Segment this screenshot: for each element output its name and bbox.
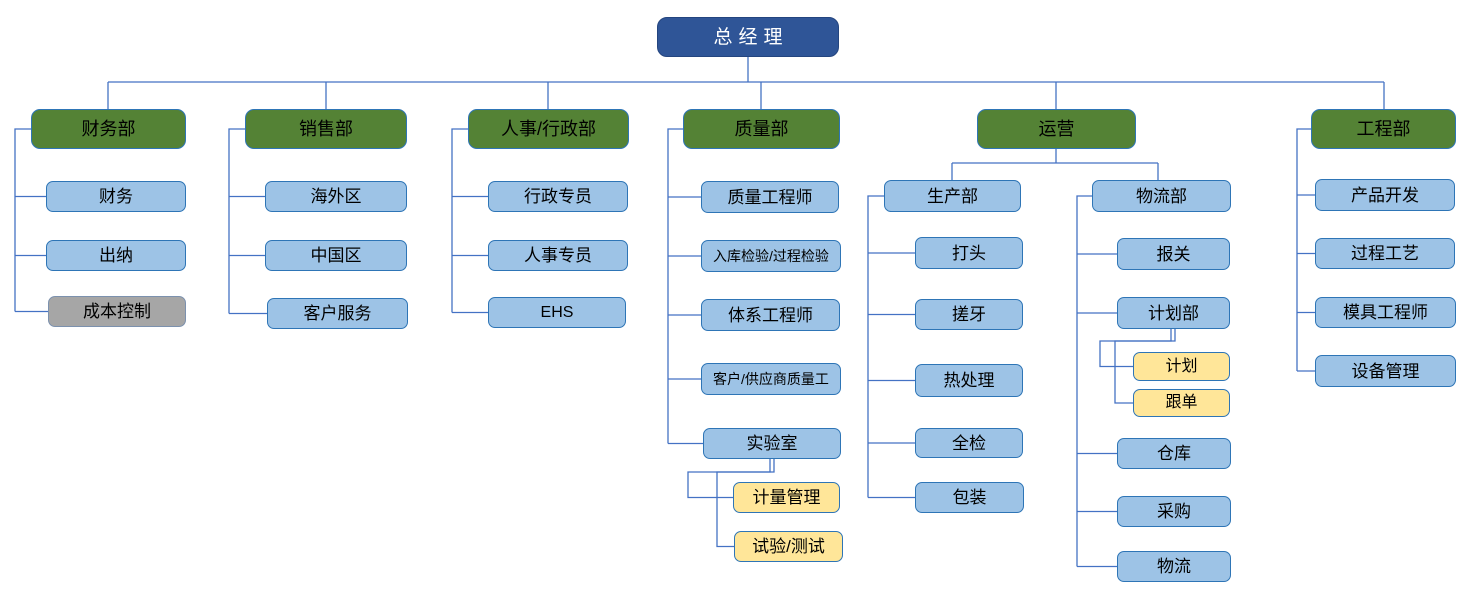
node-order-following: 跟单 [1133,389,1230,417]
node-cashier: 出纳 [46,240,186,271]
node-metrology-management: 计量管理 [733,482,840,513]
node-process-technology: 过程工艺 [1315,238,1455,269]
node-hr-specialist: 人事专员 [488,240,628,271]
node-laboratory: 实验室 [703,428,841,459]
node-packaging: 包装 [915,482,1024,513]
dept-hr-admin: 人事/行政部 [468,109,629,149]
node-admin-specialist: 行政专员 [488,181,628,212]
node-china-region: 中国区 [265,240,407,271]
node-product-development: 产品开发 [1315,179,1455,211]
node-ehs: EHS [488,297,626,328]
node-planning: 计划 [1133,352,1230,381]
node-full-inspection: 全检 [915,428,1023,458]
dept-finance: 财务部 [31,109,186,149]
node-heat-treatment: 热处理 [915,364,1023,397]
dept-sales: 销售部 [245,109,407,149]
node-customs-declaration: 报关 [1117,238,1230,270]
dept-operations: 运营 [977,109,1136,149]
node-warehouse: 仓库 [1117,438,1231,469]
node-overseas-region: 海外区 [265,181,407,212]
node-heading: 打头 [915,237,1023,269]
node-thread-rolling: 搓牙 [915,299,1023,330]
node-system-engineer: 体系工程师 [701,299,840,331]
node-mold-engineer: 模具工程师 [1315,297,1456,328]
general-manager-box: 总经理 [657,17,839,57]
node-planning-dept: 计划部 [1117,297,1230,329]
node-customer-supplier-quality: 客户/供应商质量工 [701,363,841,395]
node-quality-engineer: 质量工程师 [701,181,839,213]
node-testing: 试验/测试 [734,531,843,562]
node-cost-control: 成本控制 [48,296,186,327]
node-customer-service: 客户服务 [267,298,408,329]
node-logistics-dept: 物流部 [1092,180,1231,212]
node-production-dept: 生产部 [884,180,1021,212]
node-finance: 财务 [46,181,186,212]
dept-engineering: 工程部 [1311,109,1456,149]
node-equipment-management: 设备管理 [1315,355,1456,387]
node-incoming-process-inspection: 入库检验/过程检验 [701,240,841,272]
dept-quality: 质量部 [683,109,840,149]
node-purchasing: 采购 [1117,496,1231,527]
node-logistics: 物流 [1117,551,1231,582]
